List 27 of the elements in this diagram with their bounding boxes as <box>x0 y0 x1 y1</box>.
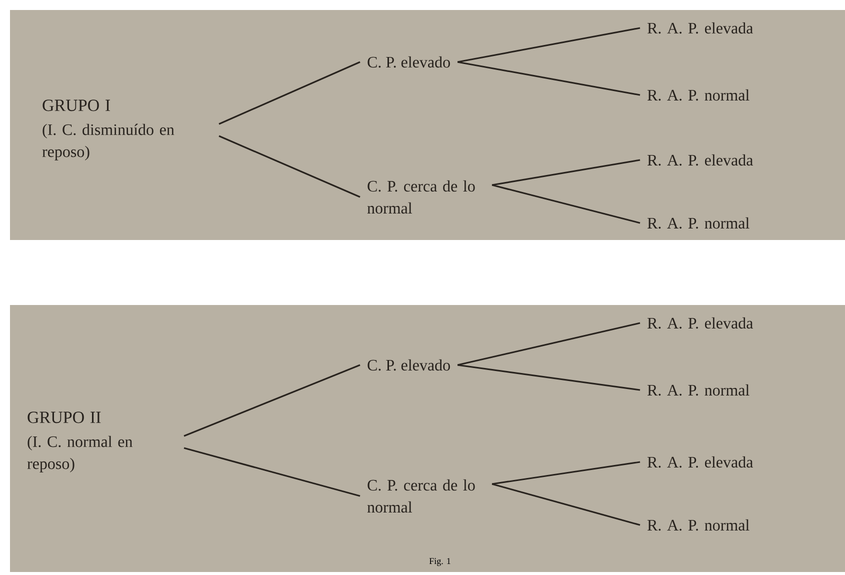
connector-line <box>457 27 640 63</box>
connector-line <box>492 461 640 485</box>
connector-line <box>492 184 640 224</box>
category-label: C. P. elevado <box>368 359 450 371</box>
category-label: C. P. cerca de lo normal <box>367 180 475 214</box>
connector-line <box>218 135 360 198</box>
figure-caption: Fig. 1 <box>429 558 450 566</box>
category-label: R. A. P. elevada <box>647 456 753 468</box>
category-label: R. A. P. normal <box>647 519 750 531</box>
connector-line <box>457 322 640 366</box>
connector-line <box>492 483 640 526</box>
group-label: GRUPO II (I. C. normal en reposo) <box>27 412 132 472</box>
category-label: R. A. P. elevada <box>647 22 753 34</box>
category-label: R. A. P. elevada <box>647 317 753 329</box>
connector-line <box>492 159 640 186</box>
category-label: R. A. P. normal <box>647 384 750 396</box>
category-label: R. A. P. elevada <box>647 154 753 166</box>
connector-line <box>218 61 360 125</box>
category-label: R. A. P. normal <box>647 89 750 101</box>
connector-line <box>457 364 640 391</box>
category-label: C. P. elevado <box>368 56 450 68</box>
connector-line <box>184 447 360 497</box>
connector-line <box>457 61 640 96</box>
category-label: C. P. cerca de lo normal <box>367 479 475 513</box>
category-label: R. A. P. normal <box>647 217 750 229</box>
group-label: GRUPO I (I. C. disminuído en reposo) <box>42 100 174 160</box>
connector-line <box>184 364 360 437</box>
